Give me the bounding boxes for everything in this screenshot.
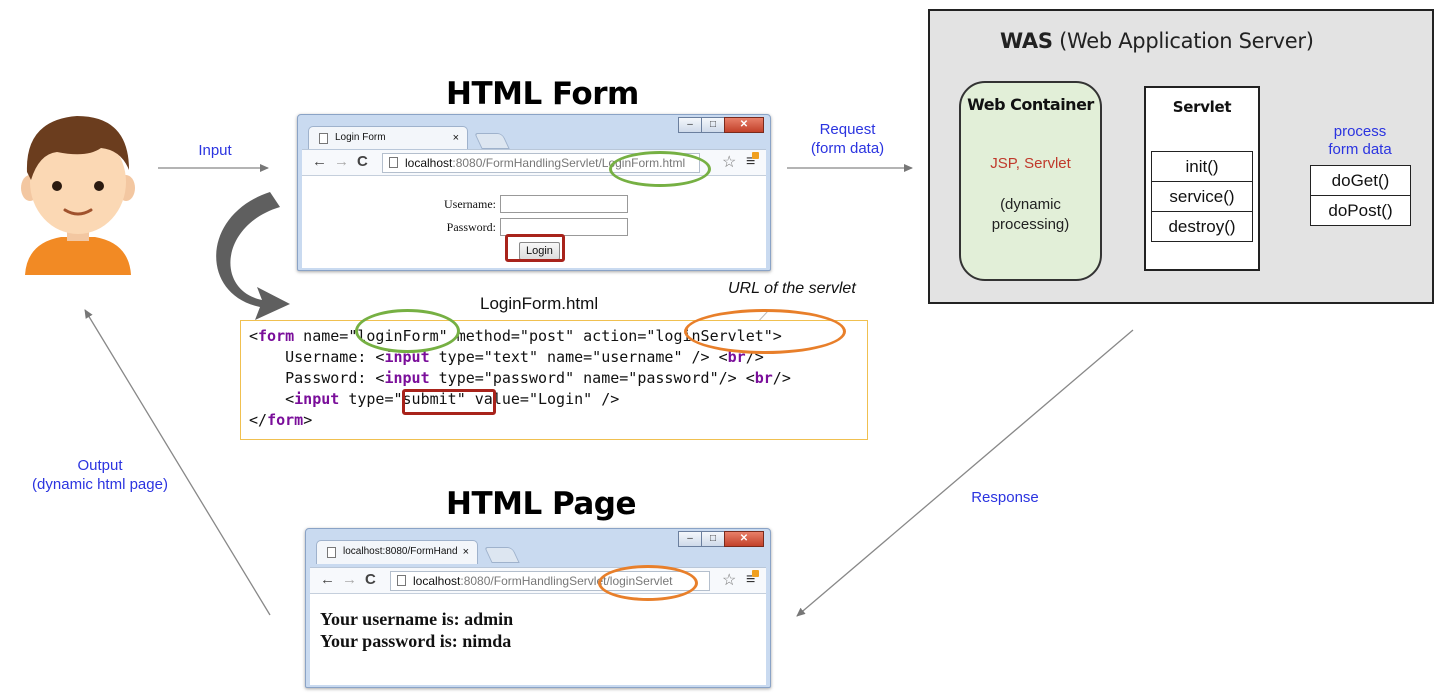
form-content: Username: Password: Login (302, 175, 766, 268)
servlet-url-highlight (598, 565, 698, 601)
doget-method: doGet() (1310, 165, 1411, 196)
login-button-highlight (505, 234, 565, 262)
user-avatar-icon (21, 116, 135, 275)
jsp-servlet-label: JSP, Servlet (990, 155, 1071, 172)
servlet-box: Servlet init() service() destroy() (1144, 86, 1260, 271)
login-button[interactable]: Login (519, 242, 560, 260)
minimize-icon[interactable]: – (678, 531, 702, 547)
close-tab-icon[interactable]: × (462, 546, 469, 558)
username-output: Your username is: admin (320, 609, 514, 629)
bookmark-star-icon[interactable]: ☆ (722, 572, 737, 589)
reload-icon[interactable]: C (365, 571, 376, 588)
username-input[interactable] (500, 195, 628, 213)
web-container: Web Container JSP, Servlet (dynamic proc… (959, 81, 1102, 281)
submit-type-highlight (402, 389, 496, 415)
was-container: WAS (Web Application Server) Web Contain… (928, 9, 1434, 304)
servlet-url-caption: URL of the servlet (728, 280, 856, 297)
page-icon (327, 547, 336, 558)
process-form-data-label: process form data (1328, 123, 1392, 158)
dopost-method: doPost() (1310, 195, 1411, 226)
maximize-icon[interactable]: □ (701, 117, 725, 133)
browser-tab[interactable]: Login Form × (308, 126, 468, 150)
bookmark-star-icon[interactable]: ☆ (722, 154, 737, 171)
response-label: Response (971, 489, 1039, 506)
close-window-icon[interactable]: ✕ (724, 117, 764, 133)
destroy-method: destroy() (1151, 211, 1253, 242)
password-output: Your password is: nimda (320, 631, 512, 651)
result-page-browser-window: localhost:8080/FormHand × – □ ✕ ← → C lo… (305, 528, 771, 688)
was-title: WAS (Web Application Server) (1000, 29, 1314, 53)
web-container-title: Web Container (967, 95, 1094, 114)
minimize-icon[interactable]: – (678, 117, 702, 133)
close-window-icon[interactable]: ✕ (724, 531, 764, 547)
init-method: init() (1151, 151, 1253, 182)
code-filename-label: LoginForm.html (480, 294, 599, 313)
back-arrow-icon[interactable]: ← (320, 571, 335, 588)
form-name-highlight (355, 309, 460, 353)
input-label: Input (198, 142, 232, 159)
dynamic-processing-label: (dynamic processing) (991, 196, 1070, 233)
output-arrow (84, 309, 271, 616)
service-method: service() (1151, 181, 1253, 212)
action-url-highlight (684, 309, 846, 354)
maximize-icon[interactable]: □ (701, 531, 725, 547)
new-tab-button[interactable] (474, 133, 510, 149)
menu-icon[interactable]: ≡ (746, 570, 760, 589)
output-label: Output (dynamic html page) (32, 457, 168, 493)
forward-arrow-icon[interactable]: → (342, 571, 357, 588)
request-label: Request (form data) (810, 121, 885, 157)
reload-icon[interactable]: C (357, 153, 368, 170)
tab-title: Login Form (335, 132, 386, 143)
tab-title: localhost:8080/FormHand (343, 546, 458, 557)
address-host: localhost (413, 574, 461, 588)
html-page-title: HTML Page (446, 486, 637, 522)
new-tab-button[interactable] (484, 547, 520, 563)
page-content: Your username is: admin Your password is… (310, 593, 766, 685)
password-label: Password: (446, 220, 496, 234)
back-arrow-icon[interactable]: ← (312, 153, 327, 170)
html-form-title: HTML Form (446, 76, 639, 112)
loginform-url-highlight (609, 151, 711, 187)
page-icon (319, 133, 328, 144)
response-arrow (796, 329, 1134, 617)
page-icon (389, 157, 398, 168)
username-label: Username: (444, 197, 496, 211)
forward-arrow-icon[interactable]: → (334, 153, 349, 170)
address-host: localhost (405, 156, 453, 170)
menu-icon[interactable]: ≡ (746, 152, 760, 171)
servlet-title: Servlet (1172, 98, 1232, 116)
page-icon (397, 575, 406, 586)
close-tab-icon[interactable]: × (452, 132, 459, 144)
curved-arrow-to-code (216, 192, 290, 320)
browser-tab[interactable]: localhost:8080/FormHand × (316, 540, 478, 564)
